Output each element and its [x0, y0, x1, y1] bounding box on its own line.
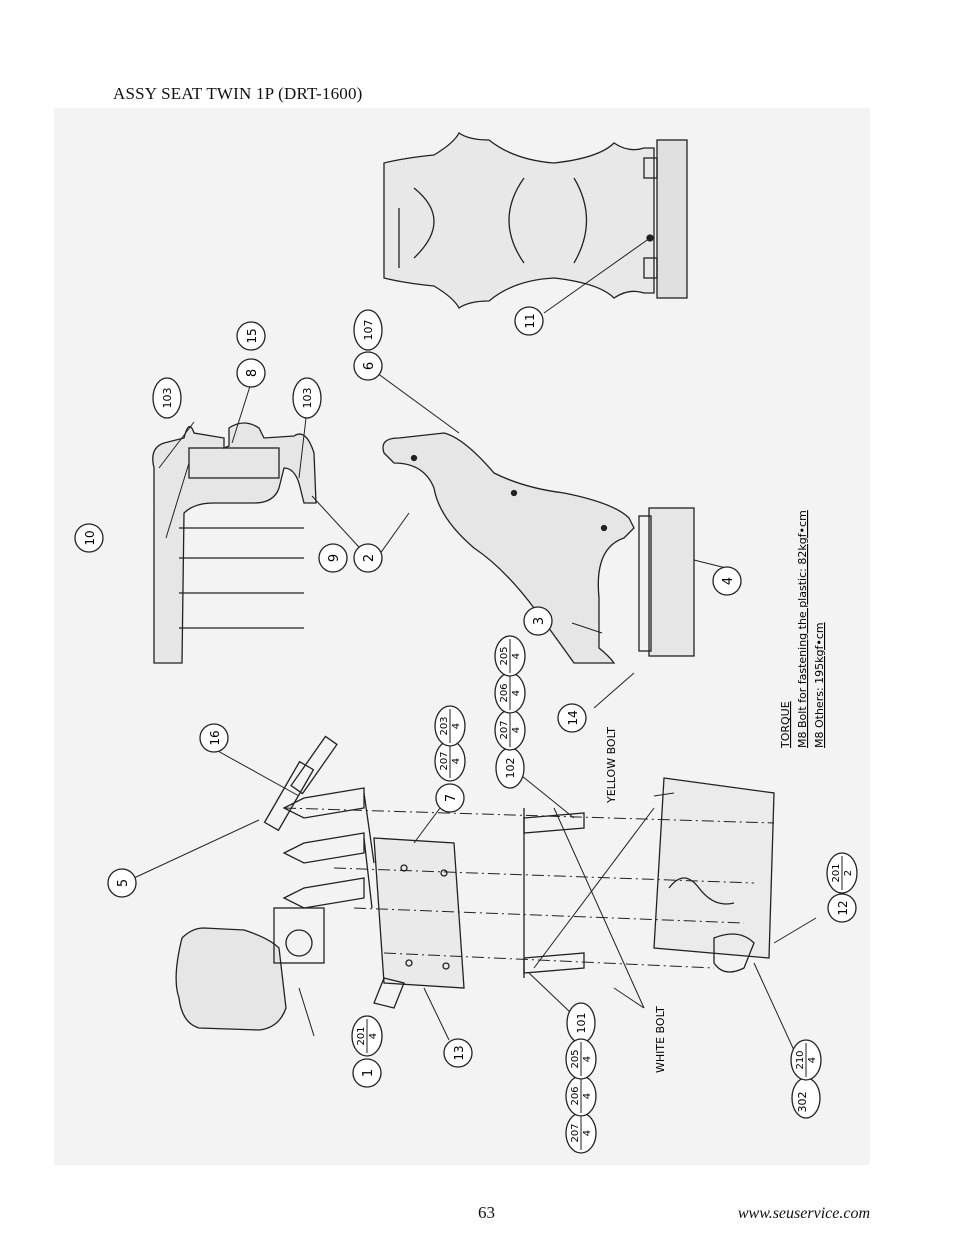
svg-text:207: 207: [570, 1123, 581, 1142]
page-number: 63: [478, 1203, 495, 1222]
svg-text:4: 4: [721, 577, 736, 585]
svg-text:15: 15: [245, 328, 259, 343]
svg-text:103: 103: [161, 388, 174, 409]
callout-302: 302: [791, 1077, 821, 1119]
website-footer: www.seuservice.com: [737, 1205, 870, 1222]
svg-text:2: 2: [843, 870, 854, 876]
svg-text:4: 4: [582, 1093, 593, 1099]
torque-heading: TORQUE: [779, 701, 792, 749]
callout-3: 3: [523, 606, 553, 636]
svg-text:10: 10: [83, 530, 97, 545]
seat-exploded-view: [175, 735, 775, 1031]
svg-text:201: 201: [831, 863, 842, 882]
seat-assembly-diagram: 1 2 3 4 5 6 7 8 9 10 11 12 13 14 15 16 1…: [54, 108, 870, 1165]
svg-text:201: 201: [356, 1026, 367, 1045]
yellow-bolt-label: YELLOW BOLT: [605, 727, 618, 804]
callout-2: 2: [353, 543, 383, 573]
svg-text:107: 107: [362, 320, 375, 341]
svg-text:7: 7: [444, 794, 459, 802]
callout-13: 13: [443, 1038, 473, 1068]
callout-5: 5: [107, 868, 137, 898]
svg-text:11: 11: [523, 313, 537, 328]
svg-text:4: 4: [807, 1057, 818, 1063]
svg-text:205: 205: [499, 646, 510, 665]
callout-103-bottom: 103: [292, 377, 322, 419]
svg-text:9: 9: [327, 554, 342, 562]
seat-front-view: [383, 132, 688, 309]
callout-9: 9: [318, 543, 348, 573]
svg-text:4: 4: [511, 653, 522, 659]
svg-text:302: 302: [796, 1092, 809, 1113]
svg-text:1: 1: [361, 1069, 376, 1077]
svg-text:102: 102: [504, 758, 517, 779]
svg-text:3: 3: [532, 617, 547, 625]
svg-text:4: 4: [368, 1033, 379, 1039]
torque-line-2: M8 Others: 195kgf•cm: [813, 622, 826, 748]
callout-12: 12: [827, 893, 857, 923]
callout-8: 8: [236, 358, 266, 388]
svg-text:203: 203: [439, 716, 450, 735]
svg-text:207: 207: [499, 720, 510, 739]
svg-text:101: 101: [575, 1013, 588, 1034]
page-title: ASSY SEAT TWIN 1P (DRT-1600): [113, 84, 363, 103]
callout-107: 107: [353, 309, 383, 351]
callout-101: 101: [566, 1002, 596, 1044]
svg-text:8: 8: [245, 369, 260, 377]
callout-14: 14: [557, 703, 587, 733]
svg-text:4: 4: [582, 1130, 593, 1136]
svg-text:14: 14: [566, 710, 580, 725]
callout-103-top: 103: [152, 377, 182, 419]
callout-15: 15: [236, 321, 266, 351]
svg-text:6: 6: [362, 362, 377, 370]
svg-text:13: 13: [452, 1045, 466, 1060]
callout-102: 102: [495, 747, 525, 789]
callout-10: 10: [74, 523, 104, 553]
svg-text:4: 4: [451, 758, 462, 764]
callout-16: 16: [199, 723, 229, 753]
svg-text:2: 2: [362, 554, 377, 562]
svg-text:4: 4: [511, 690, 522, 696]
callout-1: 1: [352, 1058, 382, 1088]
svg-text:206: 206: [499, 683, 510, 702]
callout-7: 7: [435, 783, 465, 813]
svg-text:16: 16: [208, 730, 222, 745]
svg-text:103: 103: [301, 388, 314, 409]
callout-6: 6: [353, 351, 383, 381]
seat-side-view: [382, 432, 695, 664]
svg-text:210: 210: [795, 1050, 806, 1069]
svg-text:4: 4: [511, 727, 522, 733]
callout-11: 11: [514, 306, 544, 336]
svg-text:5: 5: [116, 879, 131, 887]
svg-text:4: 4: [582, 1056, 593, 1062]
callout-4: 4: [712, 566, 742, 596]
svg-text:206: 206: [570, 1086, 581, 1105]
svg-text:205: 205: [570, 1049, 581, 1068]
svg-text:12: 12: [836, 900, 850, 915]
white-bolt-label: WHITE BOLT: [654, 1006, 667, 1073]
svg-text:4: 4: [451, 723, 462, 729]
torque-line-1: M8 Bolt for fastening the plastic: 82kgf…: [796, 510, 809, 748]
svg-text:207: 207: [439, 751, 450, 770]
